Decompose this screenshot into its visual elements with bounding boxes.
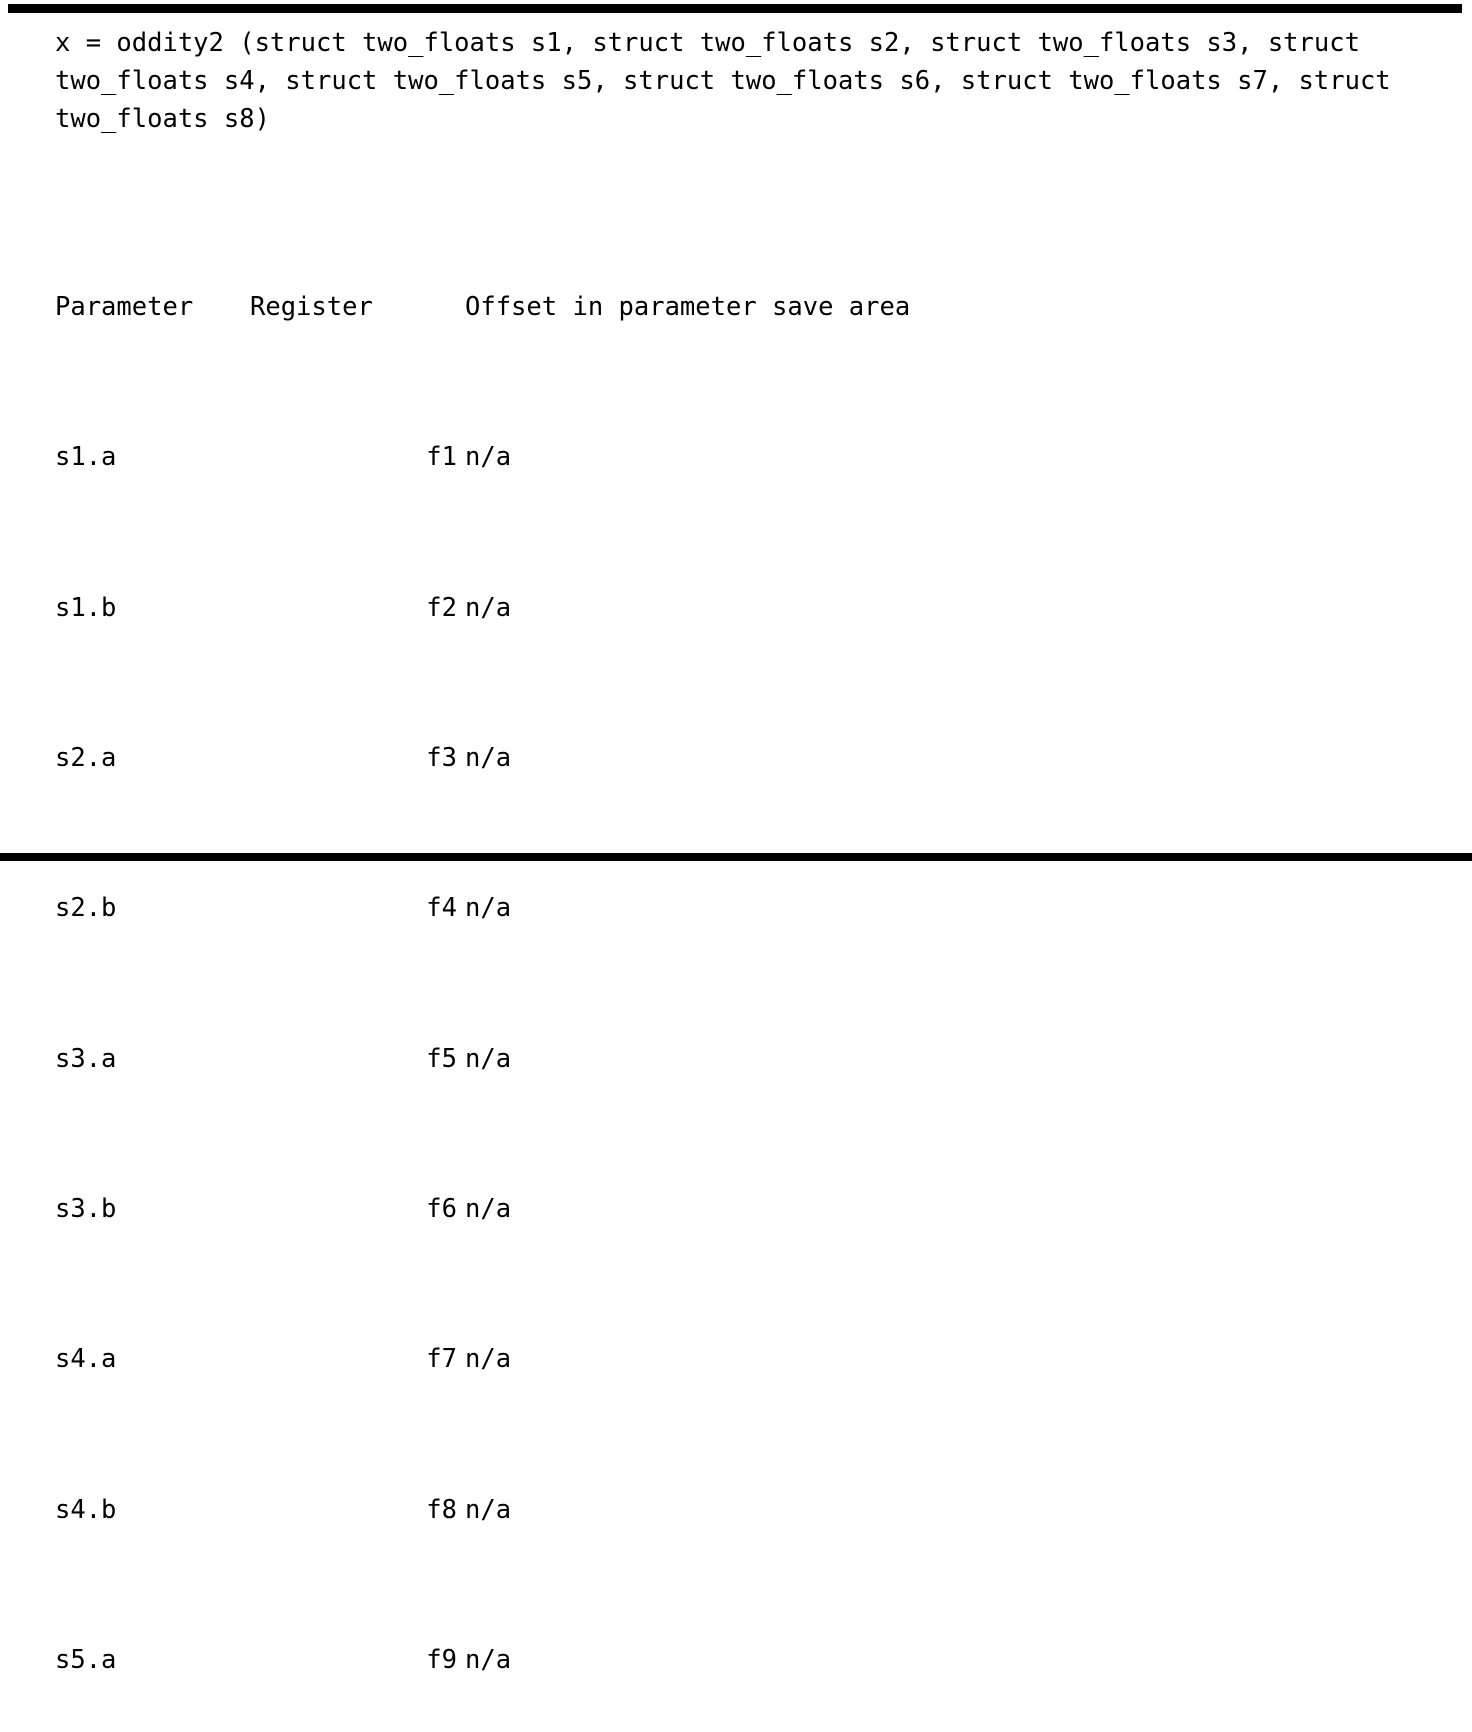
bottom-horizontal-rule bbox=[0, 853, 1472, 861]
table-row: s3.a f5 n/a bbox=[55, 1041, 1462, 1079]
cell-parameter: s4.b bbox=[55, 1494, 117, 1525]
table-row: s2.b f4 n/a bbox=[55, 890, 1462, 928]
cell-parameter: s3.a bbox=[55, 1043, 117, 1074]
cell-parameter: s1.b bbox=[55, 592, 117, 623]
table-row: s2.a f3 n/a bbox=[55, 740, 1462, 778]
cell-register: f1 bbox=[426, 442, 457, 473]
function-signature: x = oddity2 (struct two_floats s1, struc… bbox=[55, 28, 1407, 134]
table-row: s3.b f6 n/a bbox=[55, 1191, 1462, 1229]
cell-register: f6 bbox=[426, 1194, 457, 1225]
block-spacer bbox=[55, 138, 1462, 176]
document-page: x = oddity2 (struct two_floats s1, struc… bbox=[0, 4, 1472, 1676]
cell-register: f4 bbox=[426, 893, 457, 924]
cell-offset: n/a bbox=[465, 1494, 512, 1525]
cell-register: f3 bbox=[426, 742, 457, 773]
cell-register: f9 bbox=[426, 1645, 457, 1676]
table-row: s1.b f2 n/a bbox=[55, 590, 1462, 628]
cell-offset: n/a bbox=[465, 893, 512, 924]
cell-offset: n/a bbox=[465, 1194, 512, 1225]
cell-parameter: s4.a bbox=[55, 1344, 117, 1375]
cell-parameter: s3.b bbox=[55, 1194, 117, 1225]
table-row: s1.a f1 n/a bbox=[55, 439, 1462, 477]
table-header-row: Parameter Register Offset in parameter sav… bbox=[55, 289, 1462, 327]
cell-offset: n/a bbox=[465, 1344, 512, 1375]
table-row: s4.b f8 n/a bbox=[55, 1492, 1462, 1530]
cell-offset: n/a bbox=[465, 1645, 512, 1676]
column-header-offset: Offset in parameter save area bbox=[465, 291, 911, 322]
cell-parameter: s2.a bbox=[55, 742, 117, 773]
column-header-parameter: Parameter bbox=[55, 291, 194, 322]
cell-offset: n/a bbox=[465, 592, 512, 623]
cell-offset: n/a bbox=[465, 1043, 512, 1074]
cell-register: f5 bbox=[426, 1043, 457, 1074]
document-content: x = oddity2 (struct two_floats s1, struc… bbox=[55, 24, 1462, 1732]
cell-parameter: s1.a bbox=[55, 442, 117, 473]
column-header-register: Register bbox=[250, 291, 373, 322]
cell-parameter: s5.a bbox=[55, 1645, 117, 1676]
parameter-register-table: Parameter Register Offset in parameter sav… bbox=[55, 176, 1462, 1732]
top-horizontal-rule bbox=[8, 4, 1462, 13]
cell-register: f8 bbox=[426, 1494, 457, 1525]
table-row: s4.a f7 n/a bbox=[55, 1341, 1462, 1379]
cell-register: f7 bbox=[426, 1344, 457, 1375]
cell-offset: n/a bbox=[465, 742, 512, 773]
cell-parameter: s2.b bbox=[55, 893, 117, 924]
table-row: s5.a f9 n/a bbox=[55, 1642, 1462, 1680]
cell-offset: n/a bbox=[465, 442, 512, 473]
cell-register: f2 bbox=[426, 592, 457, 623]
